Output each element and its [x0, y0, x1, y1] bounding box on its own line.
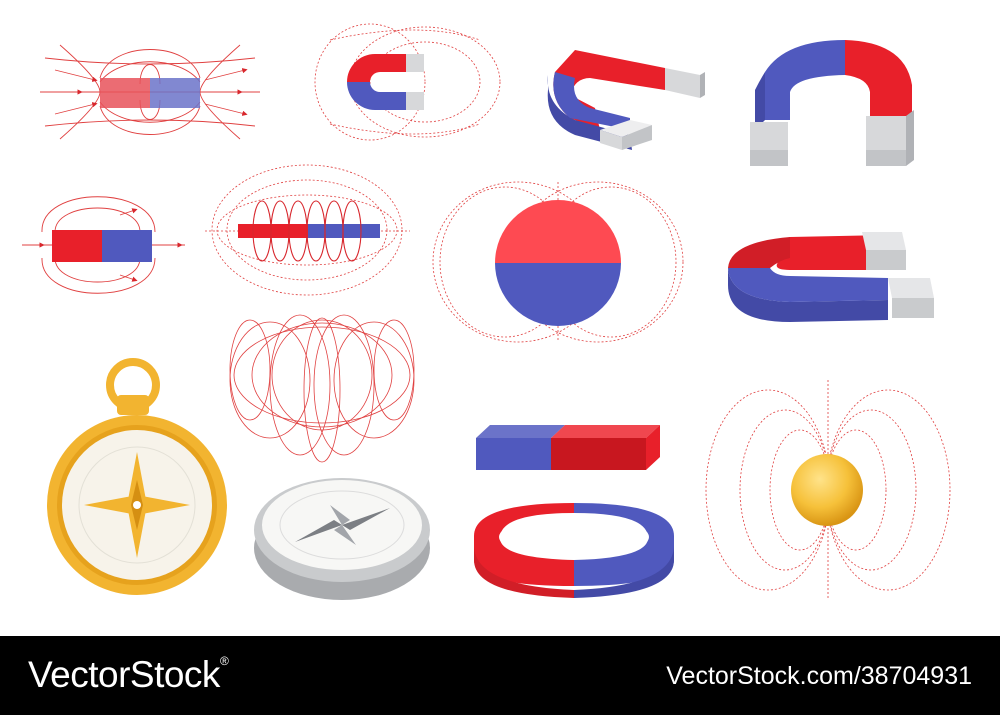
toroidal-field-lines-icon [229, 314, 415, 463]
solenoid-coil-icon [205, 164, 410, 296]
bar-magnet-field-arrows-icon [22, 196, 185, 294]
watermark-footer: VectorStock® VectorStock.com/38704931 [0, 636, 1000, 715]
bar-magnet-3d-icon [476, 425, 660, 470]
gold-sphere-magnet-field-icon [705, 380, 951, 600]
brand-logo: VectorStock® [28, 654, 229, 695]
image-id-label: VectorStock.com/38704931 [666, 662, 972, 690]
horseshoe-magnet-field-lines-icon [314, 23, 501, 141]
bar-magnet-north [100, 78, 150, 108]
ring-magnet-icon [474, 503, 674, 598]
horseshoe-magnet-side-icon [728, 232, 934, 322]
horseshoe-magnet-upright-icon [750, 40, 914, 166]
horseshoe-magnet-3d-icon [547, 50, 705, 150]
illustration-canvas [22, 23, 951, 600]
bar-magnet-south [150, 78, 200, 108]
magnet-illustrations [22, 23, 951, 600]
silver-compass-icon [254, 478, 430, 600]
spherical-magnet-field-icon [432, 181, 684, 343]
gold-compass-icon [47, 358, 227, 595]
